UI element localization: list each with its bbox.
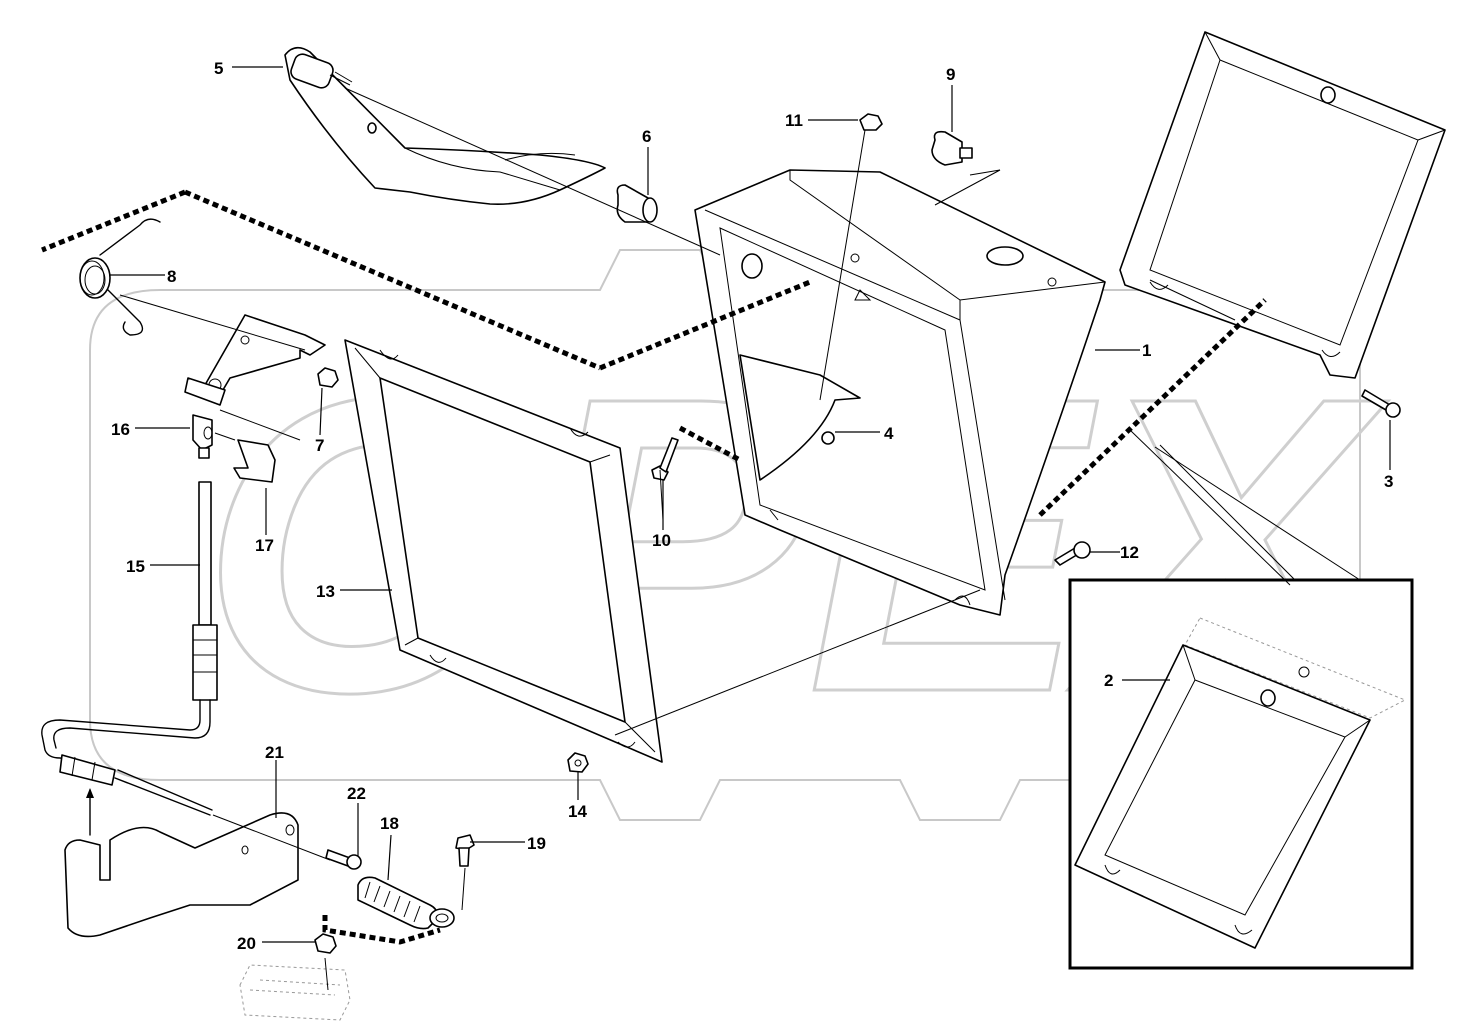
nut-7-part	[317, 367, 339, 388]
leader-lines	[110, 66, 1391, 943]
callout-3: 3	[1384, 472, 1393, 491]
bolt-19-part	[455, 834, 475, 867]
spacer-part	[931, 130, 973, 166]
callout-19: 19	[527, 834, 546, 853]
bracket-21-part	[64, 788, 299, 938]
nut-top-part	[859, 113, 883, 131]
spring-18-part	[357, 876, 455, 930]
callout-5: 5	[214, 59, 223, 78]
callout-14: 14	[568, 802, 587, 821]
callout-1: 1	[1142, 341, 1151, 360]
callout-21: 21	[265, 743, 284, 762]
detail-inset	[1068, 578, 1414, 970]
bolt-22-part	[325, 849, 362, 870]
bushing-part	[616, 184, 658, 223]
spring-8-part	[79, 218, 161, 336]
cable-15-part	[41, 481, 218, 816]
callout-9: 9	[946, 65, 955, 84]
main-housing-part	[694, 169, 1106, 616]
callout-4: 4	[884, 424, 894, 443]
bolt-12-part	[1054, 541, 1091, 566]
callout-22: 22	[347, 784, 366, 803]
callout-13: 13	[316, 582, 335, 601]
callout-20: 20	[237, 934, 256, 953]
cover-part	[1119, 31, 1446, 379]
frame-part	[344, 339, 663, 763]
callout-16: 16	[111, 420, 130, 439]
bracket-clevis-part	[184, 314, 326, 483]
callout-15: 15	[126, 557, 145, 576]
callout-labels: 1 2 3 4 5 6 7 8 9 10 11 12 13 14 15 16 1…	[111, 59, 1393, 953]
nut-bottom-part	[567, 752, 589, 773]
callout-8: 8	[167, 267, 176, 286]
callout-10: 10	[652, 531, 671, 550]
pedal-lever-part	[284, 46, 606, 206]
callout-7: 7	[315, 436, 324, 455]
callout-2: 2	[1104, 671, 1113, 690]
callout-6: 6	[642, 127, 651, 146]
callout-12: 12	[1120, 543, 1139, 562]
assembly-lines	[119, 87, 1361, 991]
dashed-paths	[41, 189, 1267, 945]
callout-18: 18	[380, 814, 399, 833]
callout-11: 11	[785, 111, 803, 130]
nut-20-part	[239, 933, 351, 1021]
callout-17: 17	[255, 536, 274, 555]
bolt-3-part	[1361, 389, 1401, 418]
